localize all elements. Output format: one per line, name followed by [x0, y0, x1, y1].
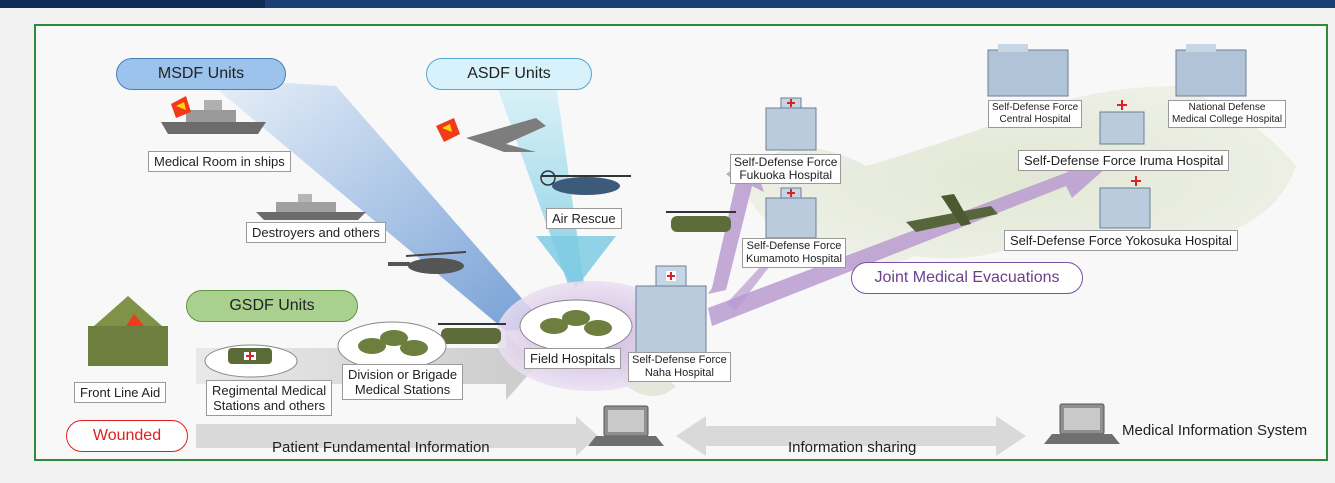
- top-banner: [0, 0, 1335, 8]
- medical-room-label: Medical Room in ships: [148, 151, 291, 172]
- transport-helicopter-gsdf: [438, 323, 506, 344]
- laptop-icon-left: [588, 405, 664, 446]
- naha-hospital-label-line1: Self-Defense Force: [632, 354, 727, 366]
- transport-helicopter-evac: [666, 211, 736, 232]
- asdf-arrow-head: [536, 236, 616, 288]
- central-hospital-graphic: [987, 44, 1069, 97]
- front-line-aid-label: Front Line Aid: [74, 382, 167, 403]
- top-banner-accent: [0, 0, 265, 8]
- fighter-jet-graphic: [436, 118, 546, 152]
- iruma-hospital-graphic: [1099, 100, 1145, 145]
- field-hospital-graphic: [519, 299, 633, 353]
- regimental-station-label: Regimental Medical Stations and others: [206, 380, 333, 416]
- field-hospitals-label: Field Hospitals: [524, 348, 622, 369]
- info-sharing-text: Information sharing: [788, 439, 917, 456]
- joint-evac-pill: Joint Medical Evacuations: [851, 262, 1083, 294]
- fukuoka-hospital-label-line1: Self-Defense Force: [734, 155, 838, 169]
- naha-hospital-graphic: [635, 265, 707, 362]
- diagram-frame: MSDF Units ASDF Units GSDF Units Medical…: [34, 24, 1328, 461]
- division-station-label: Division or Brigade Medical Stations: [342, 364, 464, 400]
- kumamoto-hospital-label: Self-Defense Force Kumamoto Hospital: [742, 238, 846, 268]
- kumamoto-hospital-label-line1: Self-Defense Force: [746, 240, 842, 252]
- msdf-units-pill: MSDF Units: [116, 58, 286, 90]
- air-rescue-label: Air Rescue: [546, 208, 622, 229]
- central-hospital-label-line1: Self-Defense Force: [992, 102, 1079, 113]
- central-hospital-label: Self-Defense Force Central Hospital: [988, 100, 1083, 128]
- laptop-icon-right: [1044, 403, 1120, 444]
- kumamoto-hospital-label-line2: Kumamoto Hospital: [746, 253, 842, 265]
- evac-arrow-main: [708, 158, 1106, 326]
- transport-aircraft-graphic: [906, 194, 998, 232]
- evac-arrow-fukuoka: [708, 156, 764, 294]
- front-line-aid-graphic: [88, 296, 168, 366]
- map-land: [736, 86, 1296, 266]
- naha-hospital-label: Self-Defense Force Naha Hospital: [628, 352, 731, 382]
- naha-hospital-label-line2: Naha Hospital: [644, 367, 714, 379]
- ndmc-hospital-label: National Defense Medical College Hospita…: [1168, 100, 1287, 128]
- division-station-graphic: [337, 321, 447, 371]
- wounded-badge: Wounded: [66, 420, 188, 452]
- naval-helicopter-graphic: [388, 251, 467, 274]
- patient-info-arrow: [196, 416, 598, 456]
- ndmc-hospital-graphic: [1175, 44, 1247, 97]
- asdf-units-pill: ASDF Units: [426, 58, 592, 90]
- regimental-station-graphic: [204, 344, 298, 378]
- diagram-background: [88, 44, 1296, 456]
- yokosuka-hospital-label: Self-Defense Force Yokosuka Hospital: [1004, 230, 1238, 251]
- med-info-system-text: Medical Information System: [1122, 422, 1308, 439]
- division-station-label-line1: Division or Brigade: [348, 367, 458, 382]
- ndmc-hospital-label-line1: National Defense: [1188, 102, 1266, 113]
- yokosuka-hospital-graphic: [1099, 176, 1151, 229]
- fukuoka-hospital-label-line2: Fukuoka Hospital: [739, 168, 833, 182]
- division-station-label-line2: Medical Stations: [354, 382, 451, 397]
- fukuoka-hospital-label: Self-Defense Force Fukuoka Hospital: [730, 154, 842, 184]
- info-sharing-arrow: [676, 416, 1026, 456]
- rescue-helicopter-graphic: [540, 170, 631, 195]
- iruma-hospital-label: Self-Defense Force Iruma Hospital: [1018, 150, 1230, 171]
- destroyer-graphic: [256, 194, 366, 220]
- gsdf-units-pill: GSDF Units: [186, 290, 358, 322]
- patient-info-text: Patient Fundamental Information: [272, 439, 490, 456]
- destroyers-label: Destroyers and others: [246, 222, 386, 243]
- central-hospital-label-line2: Central Hospital: [999, 114, 1071, 125]
- regimental-station-label-line1: Regimental Medical: [212, 383, 327, 398]
- fukuoka-hospital-graphic: [765, 97, 817, 151]
- regimental-station-label-line2: Stations and others: [213, 398, 326, 413]
- ndmc-hospital-label-line2: Medical College Hospital: [1172, 114, 1283, 125]
- hospital-ship-graphic: [161, 96, 266, 134]
